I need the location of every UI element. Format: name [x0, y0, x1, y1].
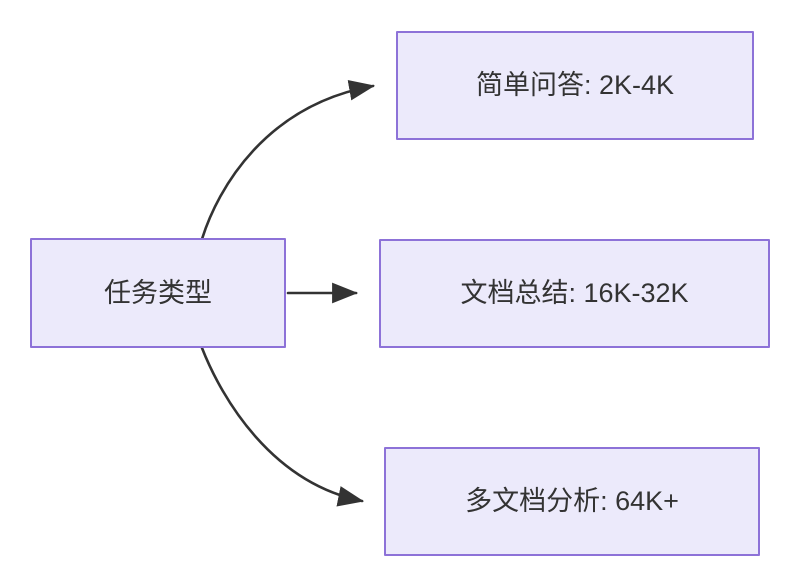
edge-root-to-multi-document-analysis — [200, 346, 365, 507]
multi-document-analysis-node-label: 多文档分析: 64K+ — [465, 486, 679, 517]
task-type-node-label: 任务类型 — [104, 277, 212, 308]
edge-root-to-simple-qa — [200, 79, 376, 241]
document-summary-node-label: 文档总结: 16K-32K — [460, 278, 689, 309]
simple-qa-node-label: 简单问答: 2K-4K — [475, 70, 675, 101]
task-type-node[interactable]: 任务类型 — [30, 238, 286, 348]
simple-qa-node[interactable]: 简单问答: 2K-4K — [396, 31, 754, 140]
multi-document-analysis-node[interactable]: 多文档分析: 64K+ — [384, 447, 760, 556]
document-summary-node[interactable]: 文档总结: 16K-32K — [379, 239, 770, 348]
